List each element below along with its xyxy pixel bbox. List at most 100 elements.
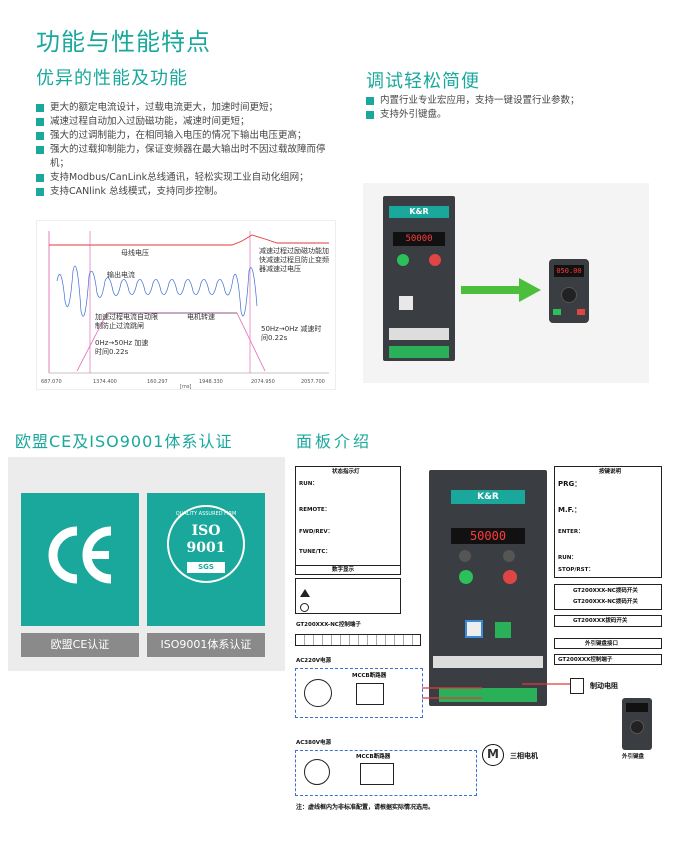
switch-label-1: GT200XXX-NC拨码开关 bbox=[573, 588, 638, 594]
iso-seal-text: QUALITY ASSURED FIRM bbox=[175, 511, 237, 517]
knob-icon bbox=[561, 287, 577, 303]
switch-box: GT200XXX-NC拨码开关 GT200XXX-NC拨码开关 bbox=[554, 584, 662, 610]
cert-heading: 欧盟CE及ISO9001体系认证 bbox=[15, 432, 233, 451]
footnote: 注：虚线框内为非标准配置，请根据实际情况选用。 bbox=[296, 804, 435, 811]
external-keypad-image: 050.00 bbox=[549, 259, 589, 323]
drive-stop-button[interactable] bbox=[503, 570, 517, 584]
iso-seal-iso: ISO bbox=[191, 523, 221, 539]
status-led-title: 状态指示灯 bbox=[332, 469, 360, 475]
motor-label: 三相电机 bbox=[510, 752, 538, 760]
debug-heading: 调试轻松简便 bbox=[366, 71, 480, 92]
brake-resistor-label: 制动电阻 bbox=[590, 682, 618, 690]
ac220-box: MCCB断路器 bbox=[295, 668, 423, 718]
tick-label: 1374.400 bbox=[93, 379, 117, 385]
drive-brand: K&R bbox=[451, 490, 525, 504]
wiring-ac220 bbox=[422, 683, 572, 699]
iso-card: QUALITY ASSURED FIRM ISO 9001 SGS ISO900… bbox=[147, 493, 265, 657]
axis-unit: [ms] bbox=[180, 384, 192, 390]
inverter-image: K&R 50000 bbox=[383, 196, 455, 361]
power-terminals bbox=[389, 346, 449, 358]
key-enter: ENTER： bbox=[558, 529, 584, 535]
page-title: 功能与性能特点 bbox=[36, 28, 211, 56]
control-terminals bbox=[433, 656, 543, 668]
label-accel-time: 0Hz→50Hz 加速时间0.22s bbox=[95, 339, 149, 356]
led-display: 50000 bbox=[393, 232, 445, 246]
warning-icon bbox=[300, 589, 310, 597]
breaker-icon bbox=[356, 683, 384, 705]
ext-keypad-device bbox=[622, 698, 652, 750]
drive-display: 50000 bbox=[451, 528, 525, 544]
terminal-right-box: GT200XXX控制端子 bbox=[554, 654, 662, 665]
list-item: 减速过程自动加入过励磁功能，减速时间更短； bbox=[36, 115, 326, 129]
ext-port-label: 外引键盘接口 bbox=[585, 641, 619, 647]
motor-icon: M bbox=[482, 744, 504, 766]
key-prg: PRG： bbox=[558, 480, 582, 488]
list-item: 强大的过载抑制能力，保证变频器在最大输出时不因过载故障而停机； bbox=[36, 143, 326, 171]
dip-switch-icon bbox=[495, 622, 511, 638]
drive-run-button[interactable] bbox=[459, 570, 473, 584]
switch-label-2: GT200XXX-NC拨码开关 bbox=[573, 599, 638, 605]
digit-display-box: 数字显示 bbox=[295, 565, 401, 575]
panel-diagram: 状态指示灯 RUN： REMOTE： FWD/REV： TUNE/TC： 数字显… bbox=[292, 458, 667, 838]
list-item: 内置行业专业宏应用，支持一键设置行业参数； bbox=[366, 94, 666, 108]
list-item: 强大的过调制能力，在相同输入电压的情况下输出电压更高； bbox=[36, 129, 326, 143]
ac380-label: AC380V电源 bbox=[296, 740, 332, 746]
tick-label: 687.070 bbox=[41, 379, 62, 385]
stop-button[interactable] bbox=[429, 254, 441, 266]
tick-label: 1948.330 bbox=[199, 379, 223, 385]
performance-heading: 优异的性能及功能 bbox=[36, 68, 188, 89]
ext-keypad-label: 外引键盘 bbox=[622, 754, 645, 760]
ext-knob-icon bbox=[630, 720, 644, 734]
switch3-box: GT200XXX拨码开关 bbox=[554, 615, 662, 627]
performance-list: 更大的额定电流设计，过载电流更大，加速时间更短； 减速过程自动加入过励磁功能，减… bbox=[36, 101, 326, 199]
caution-icon bbox=[300, 603, 309, 612]
keypad-stop-icon bbox=[577, 309, 585, 315]
key-mf: M.F.： bbox=[558, 506, 582, 514]
list-item: 支持外引键盘。 bbox=[366, 108, 666, 122]
device-photo: K&R 50000 050.00 bbox=[363, 183, 649, 383]
keypad-display: 050.00 bbox=[554, 265, 584, 277]
breaker-3p-icon bbox=[360, 763, 394, 785]
ext-keypad-screen bbox=[626, 703, 648, 712]
status-run: RUN： bbox=[299, 481, 318, 487]
tick-label: 160.297 bbox=[147, 379, 168, 385]
terminal-top-label: GT200XXX-NC控制端子 bbox=[296, 622, 361, 628]
run-button[interactable] bbox=[397, 254, 409, 266]
warning-box bbox=[295, 578, 401, 614]
debug-list: 内置行业专业宏应用，支持一键设置行业参数； 支持外引键盘。 bbox=[366, 94, 666, 122]
key-box-title: 按键说明 bbox=[599, 469, 622, 475]
key-stop: STOP/RST： bbox=[558, 567, 594, 573]
keypad-port bbox=[399, 296, 413, 310]
keypad-run-icon bbox=[553, 309, 561, 315]
ac-source-icon bbox=[304, 679, 332, 707]
key-description-box: 按键说明 PRG： M.F.： ENTER： RUN： STOP/RST： bbox=[554, 466, 662, 578]
label-decel-time: 50Hz→0Hz 减速时间0.22s bbox=[261, 325, 322, 342]
ext-port-box: 外引键盘接口 bbox=[554, 638, 662, 649]
sgs-badge: SGS bbox=[187, 562, 225, 573]
status-led-box: 状态指示灯 RUN： REMOTE： FWD/REV： TUNE/TC： bbox=[295, 466, 401, 570]
iso-seal-num: 9001 bbox=[186, 540, 226, 556]
status-tune: TUNE/TC： bbox=[299, 549, 331, 555]
ce-logo-icon bbox=[48, 526, 112, 584]
iso-caption: ISO9001体系认证 bbox=[147, 633, 265, 657]
list-item: 更大的额定电流设计，过载电流更大，加速时间更短； bbox=[36, 101, 326, 115]
iso-seal-icon: QUALITY ASSURED FIRM ISO 9001 SGS bbox=[167, 505, 245, 583]
terminal-strip bbox=[389, 328, 449, 340]
terminal-strip-top bbox=[295, 634, 421, 646]
list-item: 支持CANlink 总线模式，支持同步控制。 bbox=[36, 185, 326, 199]
list-item: 支持Modbus/CanLink总线通讯，轻松实现工业自动化组网； bbox=[36, 171, 326, 185]
digit-display-label: 数字显示 bbox=[332, 567, 355, 573]
ac380-box: MCCB断路器 bbox=[295, 750, 477, 796]
tick-label: 2057.700 bbox=[301, 379, 325, 385]
cert-section: 欧盟CE认证 QUALITY ASSURED FIRM ISO 9001 SGS… bbox=[8, 457, 285, 671]
terminal-right-label: GT200XXX控制端子 bbox=[558, 657, 613, 663]
mccb-label-1: MCCB断路器 bbox=[352, 673, 387, 679]
ac380-source-icon bbox=[304, 759, 330, 785]
panel-heading: 面板介绍 bbox=[296, 432, 373, 451]
mccb-label-2: MCCB断路器 bbox=[356, 754, 391, 760]
label-motor-speed: 电机转速 bbox=[187, 313, 215, 321]
label-bus-voltage: 母线电压 bbox=[121, 249, 149, 257]
arrow-icon bbox=[461, 278, 541, 302]
enter-button[interactable] bbox=[503, 550, 515, 562]
prg-button[interactable] bbox=[459, 550, 471, 562]
